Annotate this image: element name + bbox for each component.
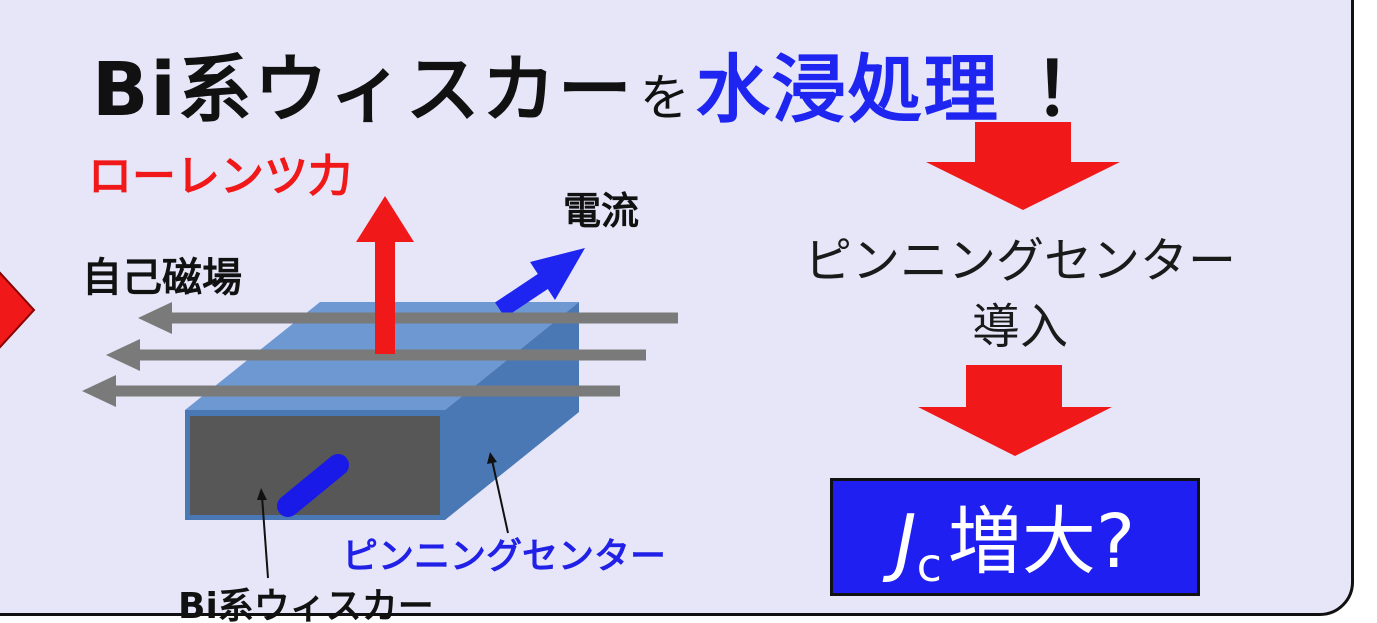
pinning-center-label: ピンニングセンター xyxy=(342,536,667,577)
lorentz-force-label: ローレンツ力 xyxy=(88,151,352,202)
pointer-to-pinning-head xyxy=(487,452,497,464)
flow-step-line2: 導入 xyxy=(971,299,1068,355)
flow-step-pinning: ピンニングセンター 導入 xyxy=(720,228,1320,360)
lorentz-arrow-head xyxy=(356,196,414,242)
self-magnetic-field-label: 自己磁場 xyxy=(82,255,242,301)
flow-arrow-2-head xyxy=(918,407,1112,456)
field-arrows xyxy=(82,302,678,407)
pointer-lines xyxy=(257,452,509,579)
title-exclamation: ！ xyxy=(1033,47,1108,133)
title-whisker: Bi系ウィスカー xyxy=(92,47,634,133)
pointer-to-whisker-head xyxy=(257,488,267,500)
whisker-front-face xyxy=(190,416,440,515)
field-arrow-3-head xyxy=(82,375,116,407)
pinning-center-mark xyxy=(277,454,349,517)
current-label: 電流 xyxy=(563,189,640,233)
page-title: Bi系ウィスカー を 水浸処理 ！ xyxy=(92,30,1322,133)
current-arrow-shaft xyxy=(495,272,550,318)
pointer-to-whisker xyxy=(261,495,269,579)
result-text: Jc増大? xyxy=(895,482,1135,592)
title-particle: を xyxy=(639,69,690,127)
field-arrow-1-head xyxy=(138,302,172,334)
result-box: Jc増大? xyxy=(830,478,1200,596)
flow-arrow-1-shaft xyxy=(975,122,1071,164)
flow-arrow-1-head xyxy=(926,162,1120,210)
flow-arrow-1 xyxy=(926,122,1120,210)
current-arrow-head xyxy=(530,248,585,300)
flow-arrow-2 xyxy=(918,365,1112,456)
lorentz-arrow-shaft xyxy=(375,236,395,354)
pointer-to-pinning xyxy=(491,459,509,534)
left-edge-arrow xyxy=(0,271,36,349)
jc-symbol: J xyxy=(894,499,917,585)
flow-arrow-2-shaft xyxy=(966,365,1062,409)
flow-step-line1: ピンニングセンター xyxy=(803,233,1236,289)
result-increase: 増大? xyxy=(947,499,1136,585)
title-water-treatment: 水浸処理 xyxy=(695,47,1000,133)
bi-whisker-label: Bi系ウィスカー xyxy=(178,586,434,623)
field-arrow-2-head xyxy=(106,339,140,371)
jc-subscript: c xyxy=(916,538,942,592)
